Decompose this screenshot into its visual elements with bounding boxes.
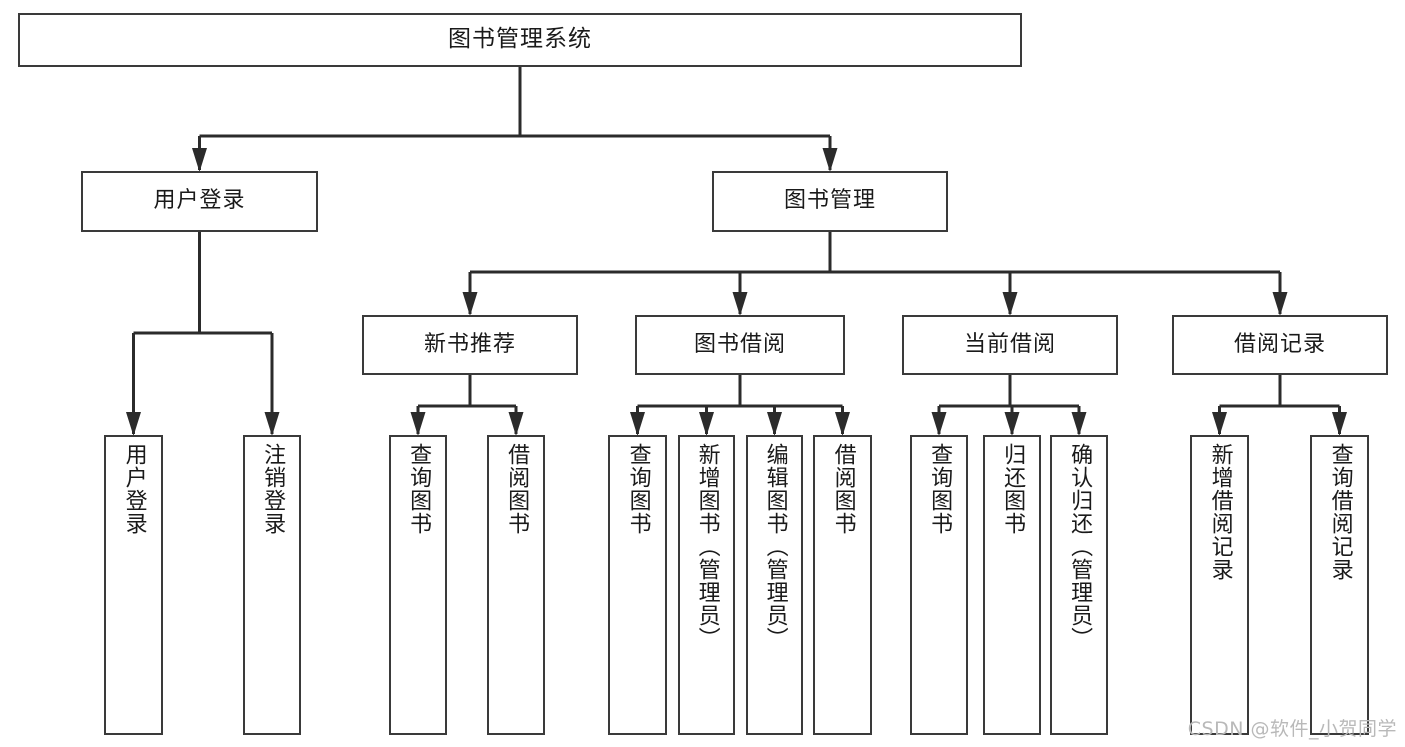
leaf-borrow-book-recommend[interactable]: 借阅图书 [487, 435, 545, 735]
leaf-borrow-book-recommend-label: 借阅图书 [504, 443, 530, 535]
leaf-borrow-book-label: 借阅图书 [830, 443, 856, 535]
leaf-edit-book[interactable]: 编辑图书（管理员） [746, 435, 803, 735]
leaf-logout[interactable]: 注销登录 [243, 435, 301, 735]
leaf-logout-label: 注销登录 [260, 443, 286, 535]
node-borrow-record[interactable]: 借阅记录 [1172, 315, 1388, 375]
node-root-label: 图书管理系统 [448, 26, 592, 53]
leaf-query-book-borrow-label: 查询图书 [625, 443, 651, 535]
leaf-return-book[interactable]: 归还图书 [983, 435, 1041, 735]
leaf-user-login-label: 用户登录 [121, 443, 147, 535]
leaf-query-book-current-label: 查询图书 [927, 443, 953, 535]
node-book-borrow-label: 图书借阅 [693, 331, 786, 357]
node-book-borrow[interactable]: 图书借阅 [635, 315, 845, 375]
leaf-add-book[interactable]: 新增图书（管理员） [678, 435, 735, 735]
leaf-add-borrow-record[interactable]: 新增借阅记录 [1190, 435, 1249, 735]
leaf-query-borrow-record[interactable]: 查询借阅记录 [1310, 435, 1369, 735]
node-book-manage[interactable]: 图书管理 [712, 171, 948, 232]
leaf-query-book-current[interactable]: 查询图书 [910, 435, 968, 735]
leaf-query-book-borrow[interactable]: 查询图书 [608, 435, 667, 735]
node-user-login-label: 用户登录 [153, 188, 246, 214]
node-new-book-recommend[interactable]: 新书推荐 [362, 315, 578, 375]
node-user-login[interactable]: 用户登录 [81, 171, 318, 232]
leaf-confirm-return[interactable]: 确认归还（管理员） [1050, 435, 1108, 735]
node-current-borrow[interactable]: 当前借阅 [902, 315, 1118, 375]
leaf-query-book-recommend-label: 查询图书 [406, 443, 432, 535]
leaf-edit-book-label: 编辑图书（管理员） [762, 443, 788, 650]
node-new-book-recommend-label: 新书推荐 [423, 331, 516, 357]
leaf-user-login[interactable]: 用户登录 [104, 435, 163, 735]
node-current-borrow-label: 当前借阅 [963, 331, 1056, 357]
node-borrow-record-label: 借阅记录 [1233, 331, 1326, 357]
leaf-add-book-label: 新增图书（管理员） [694, 443, 720, 650]
leaf-borrow-book[interactable]: 借阅图书 [813, 435, 872, 735]
leaf-return-book-label: 归还图书 [1000, 443, 1026, 535]
leaf-query-borrow-record-label: 查询借阅记录 [1327, 443, 1353, 581]
node-book-manage-label: 图书管理 [783, 188, 876, 214]
leaf-query-book-recommend[interactable]: 查询图书 [389, 435, 447, 735]
leaf-add-borrow-record-label: 新增借阅记录 [1207, 443, 1233, 581]
node-root[interactable]: 图书管理系统 [18, 13, 1022, 67]
leaf-confirm-return-label: 确认归还（管理员） [1067, 443, 1093, 650]
